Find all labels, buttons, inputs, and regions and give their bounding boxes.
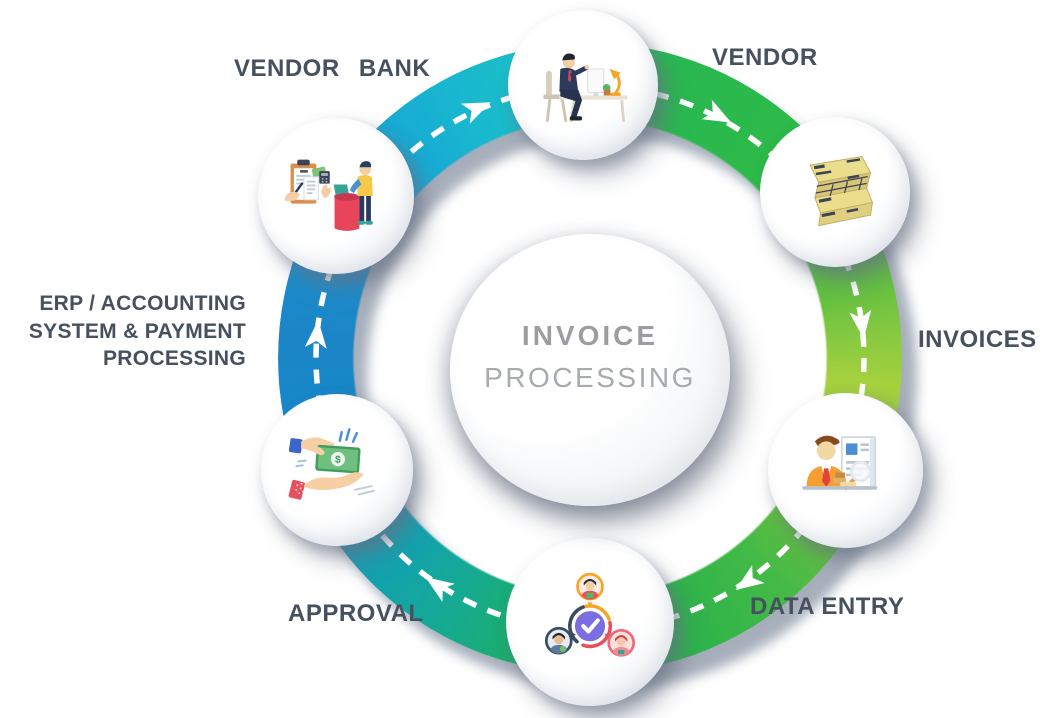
node-payment: $ — [261, 394, 413, 546]
flow-arrow — [849, 309, 872, 339]
flow-arrow — [304, 320, 327, 349]
diagram-title-line1: INVOICE — [521, 320, 659, 351]
flow-arrow — [460, 102, 491, 124]
flow-arrows — [304, 99, 872, 602]
step-label-vendor: VENDOR — [712, 44, 818, 71]
flow-arrow — [425, 577, 455, 602]
node-approval — [506, 538, 674, 706]
flow-arrow — [701, 99, 732, 123]
vendor-desk-icon — [543, 53, 628, 123]
node-vendor — [508, 10, 658, 160]
node-data-entry — [768, 393, 923, 548]
step-label-invoices: INVOICES — [918, 326, 1037, 353]
node-vendor-bank — [258, 118, 414, 274]
payment-hands-icon: $ — [288, 428, 375, 500]
approval-icon — [544, 572, 636, 657]
flow-arrow — [735, 564, 765, 591]
center-circle: INVOICE PROCESSING — [450, 234, 730, 506]
step-label-data-entry: DATA ENTRY — [750, 593, 905, 620]
invoice-stack-icon — [809, 155, 874, 227]
step-label-vendor-bank: VENDOR BANK — [234, 55, 431, 82]
step-label-approval: APPROVAL — [288, 600, 424, 627]
dollar-symbol: $ — [335, 455, 342, 466]
diagram-title-line2: PROCESSING — [484, 362, 696, 393]
node-invoices — [760, 117, 910, 267]
step-label-erp-accounting: ERP / ACCOUNTING SYSTEM & PAYMENT PROCES… — [28, 292, 246, 371]
data-entry-icon — [801, 435, 877, 490]
vendor-bank-icon — [284, 159, 373, 231]
